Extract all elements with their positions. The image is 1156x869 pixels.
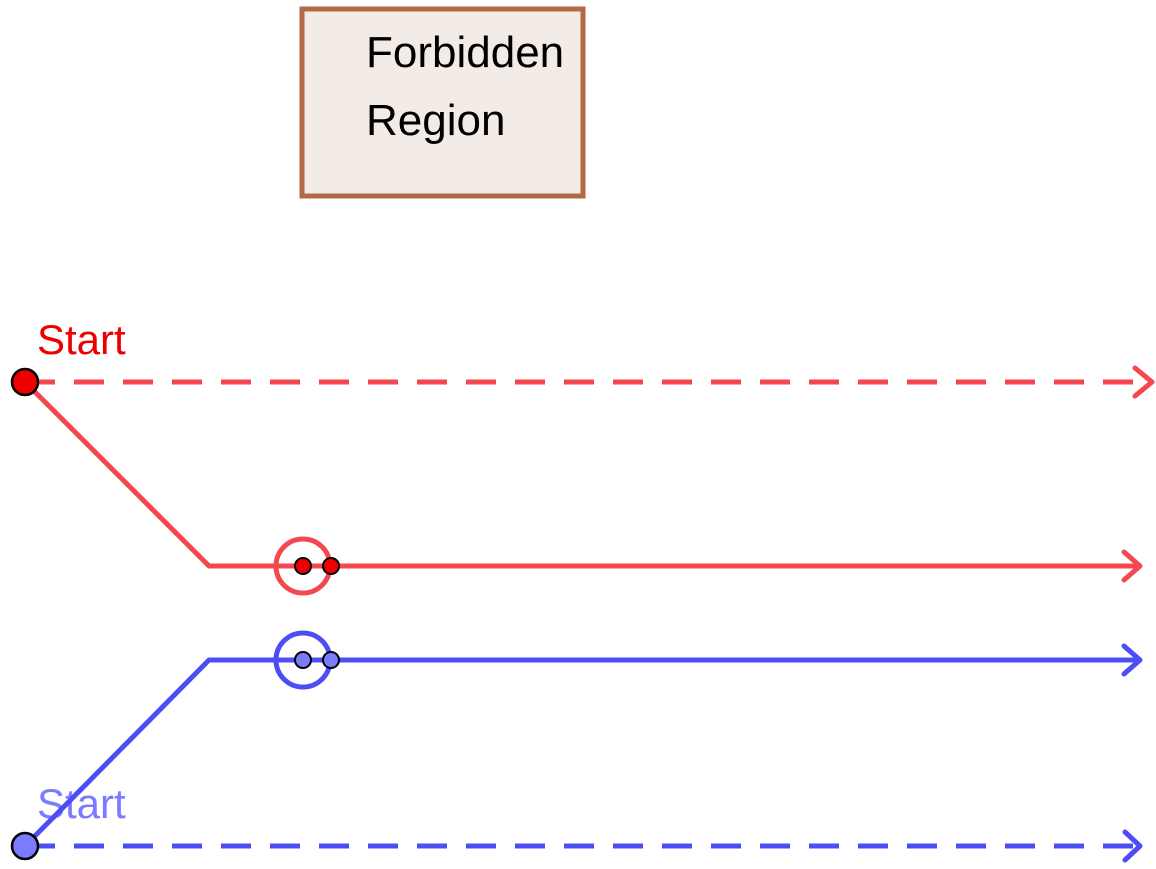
blue-solid-arrowhead: [1121, 643, 1143, 677]
red-dashed-arrowhead: [1132, 365, 1155, 399]
blue-marker-point-right: [322, 651, 340, 669]
red-marker-point-left: [294, 557, 312, 575]
forbidden-region: Forbidden Region: [299, 6, 586, 199]
forbidden-region-label-line1: Forbidden: [366, 28, 564, 77]
forbidden-region-label-line2: Region: [366, 96, 505, 145]
blue-marker-point-left: [294, 651, 312, 669]
red-start-label: Start: [37, 316, 126, 363]
blue-start-point: [10, 831, 40, 861]
red-marker-point-right: [322, 557, 340, 575]
forbidden-region-box: [299, 6, 586, 199]
red-solid-path: [23, 380, 1138, 569]
red-path: Start: [10, 316, 1155, 596]
blue-dashed-arrowhead: [1122, 829, 1143, 863]
blue-solid-path: [23, 657, 1138, 848]
red-start-point: [10, 367, 40, 397]
red-solid-arrowhead: [1121, 549, 1143, 583]
blue-path: Start: [10, 630, 1143, 863]
